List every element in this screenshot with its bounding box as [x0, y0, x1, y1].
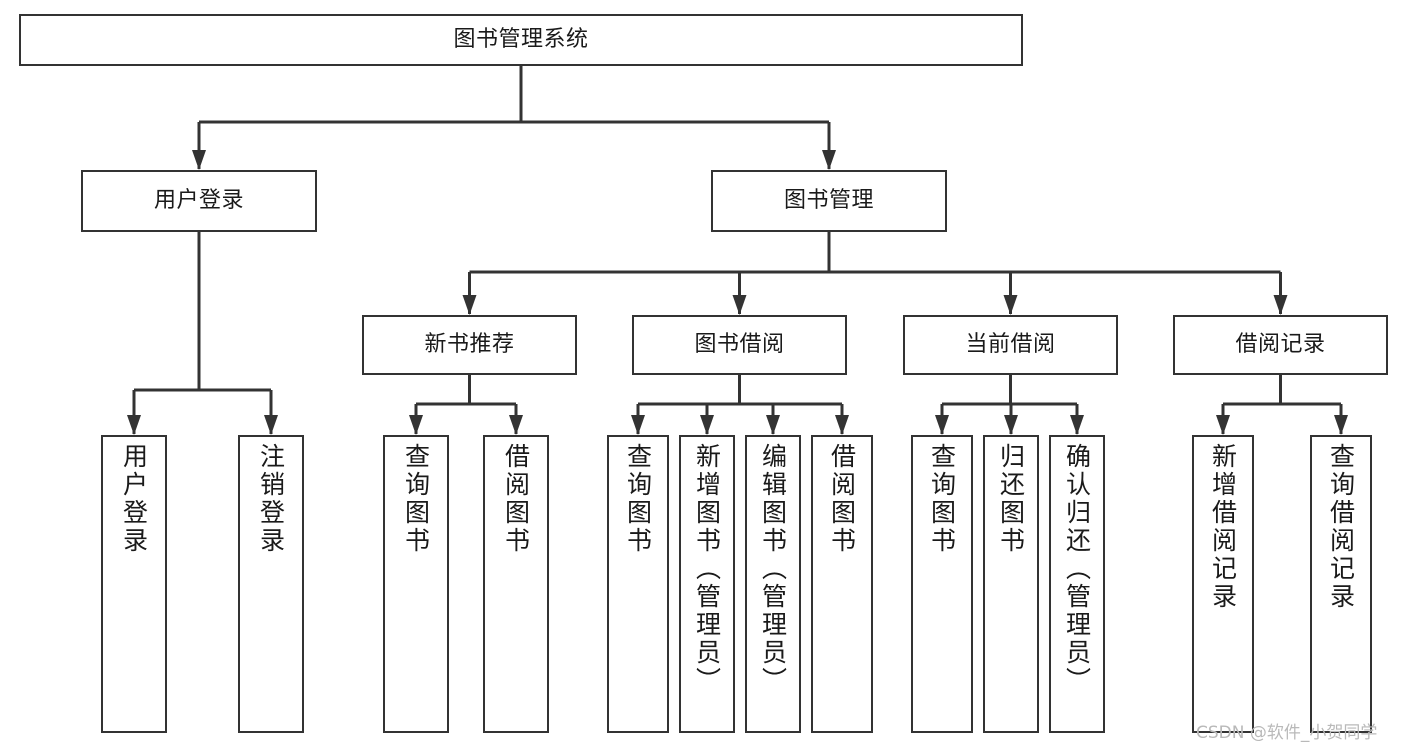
node-label: 借阅图书 — [827, 443, 857, 555]
node-newbook[interactable]: 新书推荐 — [362, 315, 577, 375]
edge-arrowhead — [700, 415, 714, 435]
edge-arrowhead — [264, 415, 278, 435]
edge-arrowhead — [1004, 415, 1018, 435]
node-l-nb-borrow[interactable]: 借阅图书 — [483, 435, 549, 733]
node-label: 查询借阅记录 — [1326, 443, 1356, 611]
edge-arrowhead — [127, 415, 141, 435]
edge-arrowhead — [1070, 415, 1084, 435]
node-label: 归还图书 — [996, 443, 1026, 555]
node-l-cu-query[interactable]: 查询图书 — [911, 435, 973, 733]
edge-arrowhead — [462, 295, 477, 315]
edge-arrowhead — [1273, 295, 1288, 315]
node-label: 新增借阅记录 — [1208, 443, 1238, 611]
node-label: 查询图书 — [401, 443, 431, 555]
node-label: 查询图书 — [927, 443, 957, 555]
edge-arrowhead — [1334, 415, 1348, 435]
node-l-re-add[interactable]: 新增借阅记录 — [1192, 435, 1254, 733]
edge-arrowhead — [766, 415, 780, 435]
watermark-label: CSDN @软件_小贺同学 — [1196, 723, 1378, 743]
edge-arrowhead — [509, 415, 523, 435]
node-label: 图书借阅 — [694, 332, 785, 358]
node-l-bo-add[interactable]: 新增图书（管理员） — [679, 435, 735, 733]
edge-arrowhead — [732, 295, 747, 315]
node-l-re-query[interactable]: 查询借阅记录 — [1310, 435, 1372, 733]
edge-arrowhead — [631, 415, 645, 435]
node-label: 当前借阅 — [965, 332, 1056, 358]
node-label: 新书推荐 — [424, 332, 515, 358]
node-label: 查询图书 — [623, 443, 653, 555]
node-login[interactable]: 用户登录 — [81, 170, 317, 232]
edge-arrowhead — [1216, 415, 1230, 435]
node-l-logout[interactable]: 注销登录 — [238, 435, 304, 733]
edge-arrowhead — [192, 150, 206, 170]
node-label: 确认归还（管理员） — [1062, 443, 1092, 695]
node-label: 新增图书（管理员） — [692, 443, 722, 695]
edge-arrowhead — [835, 415, 849, 435]
node-l-nb-query[interactable]: 查询图书 — [383, 435, 449, 733]
node-label: 用户登录 — [153, 188, 244, 214]
node-bookmgmt[interactable]: 图书管理 — [711, 170, 947, 232]
node-l-cu-confirm[interactable]: 确认归还（管理员） — [1049, 435, 1105, 733]
node-current[interactable]: 当前借阅 — [903, 315, 1118, 375]
node-borrow[interactable]: 图书借阅 — [632, 315, 847, 375]
node-l-bo-borrow[interactable]: 借阅图书 — [811, 435, 873, 733]
node-label: 用户登录 — [119, 443, 149, 555]
node-root[interactable]: 图书管理系统 — [19, 14, 1023, 66]
node-label: 编辑图书（管理员） — [758, 443, 788, 695]
node-l-bo-edit[interactable]: 编辑图书（管理员） — [745, 435, 801, 733]
node-label: 图书管理 — [783, 188, 874, 214]
node-label: 图书管理系统 — [453, 27, 589, 53]
edge-arrowhead — [935, 415, 949, 435]
node-label: 注销登录 — [256, 443, 286, 555]
node-l-cu-return[interactable]: 归还图书 — [983, 435, 1039, 733]
node-l-login[interactable]: 用户登录 — [101, 435, 167, 733]
edge-arrowhead — [409, 415, 423, 435]
edge-arrowhead — [1003, 295, 1018, 315]
node-l-bo-query[interactable]: 查询图书 — [607, 435, 669, 733]
node-label: 借阅图书 — [501, 443, 531, 555]
edge-arrowhead — [822, 150, 836, 170]
node-records[interactable]: 借阅记录 — [1173, 315, 1388, 375]
node-label: 借阅记录 — [1235, 332, 1326, 358]
